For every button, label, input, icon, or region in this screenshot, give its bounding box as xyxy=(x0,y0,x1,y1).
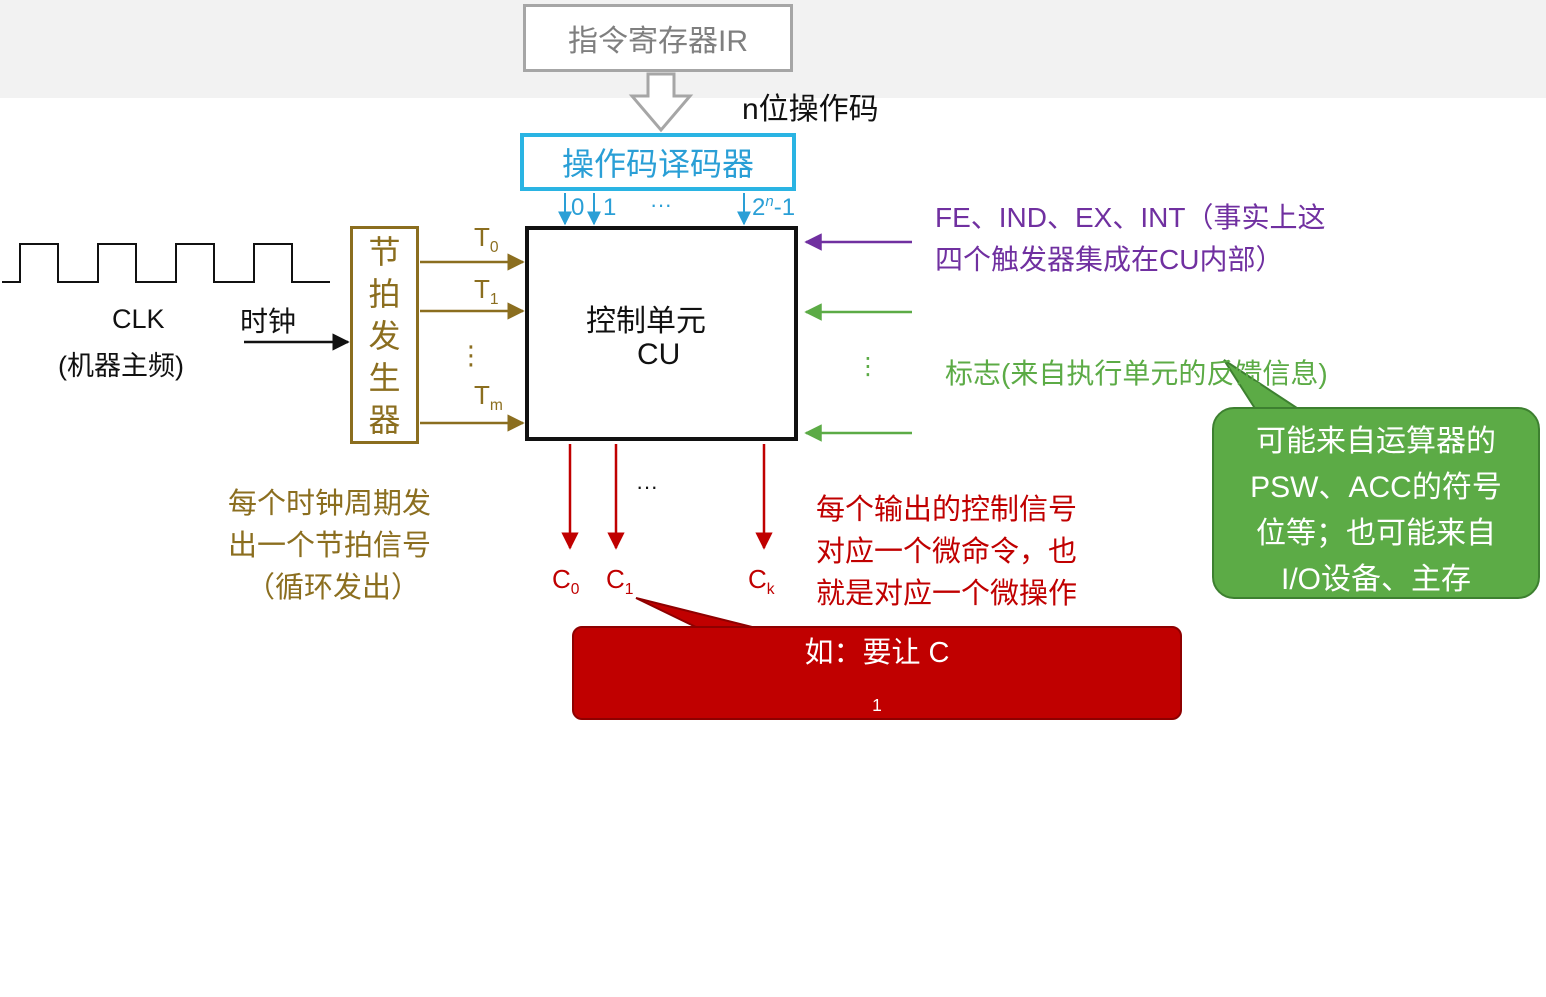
cu-line1: 控制单元 xyxy=(586,305,706,338)
red-callout-l2-sub2: in xyxy=(870,924,884,945)
clock-arrow-label: 时钟 xyxy=(240,306,297,337)
ck-label: Ck xyxy=(748,564,775,599)
decoder-out-last-base: 2 xyxy=(752,194,766,221)
tm-label: Tm xyxy=(474,380,503,415)
t0-letter: T xyxy=(474,222,490,252)
t-dots: ⋮ xyxy=(458,340,484,370)
green-callout-line4: I/O设备、主存 xyxy=(1280,563,1471,596)
decoder-out-last-exp: n xyxy=(765,193,774,210)
generator-char-3: 发 xyxy=(368,318,401,354)
generator-char-4: 生 xyxy=(368,360,401,396)
flipflop-line1: FE、IND、EX、INT（事实上这 xyxy=(935,202,1326,233)
clk-desc: (机器主频) xyxy=(58,351,184,381)
flipflop-line2: 四个触发器集成在CU内部） xyxy=(935,244,1284,275)
control-unit-box: 控制单元 CU xyxy=(525,226,798,441)
red-callout-l2-sub1: out xyxy=(864,830,890,851)
opcode-decoder-box: 操作码译码器 xyxy=(520,133,796,191)
t1-label: T1 xyxy=(474,274,499,309)
t0-sub: 0 xyxy=(489,239,499,257)
c0-label: C0 xyxy=(552,564,579,599)
ir-label: 指令寄存器IR xyxy=(568,25,748,58)
c1-label: C1 xyxy=(606,564,633,599)
generator-note-line1: 每个时钟周期发 xyxy=(228,488,432,520)
red-callout-l1-a: 如：要让 C xyxy=(804,637,950,669)
red-callout-l1-sub: 1 xyxy=(872,694,882,715)
flag-label: 标志(来自执行单元的反馈信息) xyxy=(945,358,1328,389)
decoder-out-dots: ··· xyxy=(650,192,672,217)
cu-line2: CU xyxy=(637,338,681,371)
decoder-out-0-label: 0 xyxy=(571,194,585,221)
beat-generator-box: 节 拍 发 生 器 xyxy=(350,226,419,444)
t1-sub: 1 xyxy=(489,291,499,309)
red-callout-line2: 则将其接到 PC out 、MAR in 即可 xyxy=(574,768,1180,997)
green-callout-line2: PSW、ACC的符号 xyxy=(1250,471,1502,504)
c0-letter: C xyxy=(552,564,571,594)
generator-char-2: 拍 xyxy=(368,276,401,312)
red-callout-l2-a: 则将其接到 PC xyxy=(780,772,974,805)
clock-waveform xyxy=(2,243,330,283)
diagram-lines xyxy=(2,72,1304,630)
generator-char-1: 节 xyxy=(368,234,401,270)
green-callout-line1: 可能来自运算器的 xyxy=(1256,425,1496,458)
tm-letter: T xyxy=(474,380,490,410)
output-note-line1: 每个输出的控制信号 xyxy=(816,494,1078,526)
decoder-label: 操作码译码器 xyxy=(561,146,754,182)
decoder-out-last-suffix: -1 xyxy=(773,194,796,221)
ir-to-decoder-arrow xyxy=(628,72,694,133)
output-note-line2: 对应一个微命令，也 xyxy=(816,536,1078,568)
decoder-out-last-label: 2n-1 xyxy=(752,193,795,222)
ck-sub: k xyxy=(766,581,775,599)
red-callout-line1: 如：要让 C 1 对应微操作 (PC)→MAR， xyxy=(574,632,1180,768)
tm-sub: m xyxy=(489,397,503,415)
green-callout: 可能来自运算器的 PSW、ACC的符号 位等；也可能来自 I/O设备、主存 xyxy=(1212,407,1540,599)
generator-char-5: 器 xyxy=(368,402,401,438)
c0-sub: 0 xyxy=(570,581,580,599)
decoder-out-1-label: 1 xyxy=(603,194,617,221)
output-dots: ··· xyxy=(636,474,658,499)
green-callout-line3: 位等；也可能来自 xyxy=(1256,517,1496,550)
t1-letter: T xyxy=(474,274,490,304)
red-callout: 如：要让 C 1 对应微操作 (PC)→MAR， 则将其接到 PC out 、MAR i… xyxy=(572,626,1182,992)
flag-dots: ⋮ xyxy=(856,353,880,380)
red-callout-l1-b: 对应微操作 (PC)→MAR， xyxy=(709,730,1045,763)
generator-note-line3: （循环发出） xyxy=(246,572,421,604)
red-callout-l2-b: 、MAR xyxy=(830,866,924,899)
red-callout-l2-c: 即可 xyxy=(847,960,906,993)
c1-letter: C xyxy=(606,564,625,594)
red-bubble-tail xyxy=(635,597,761,630)
t0-label: T0 xyxy=(474,222,499,257)
instruction-register-box: 指令寄存器IR xyxy=(523,4,793,72)
clk-label: CLK xyxy=(112,304,165,334)
ck-letter: C xyxy=(748,564,767,594)
output-note-line3: 就是对应一个微操作 xyxy=(816,578,1078,610)
generator-note-line2: 出一个节拍信号 xyxy=(228,530,432,562)
c1-sub: 1 xyxy=(624,581,634,599)
opcode-width-label: n位操作码 xyxy=(742,93,879,126)
